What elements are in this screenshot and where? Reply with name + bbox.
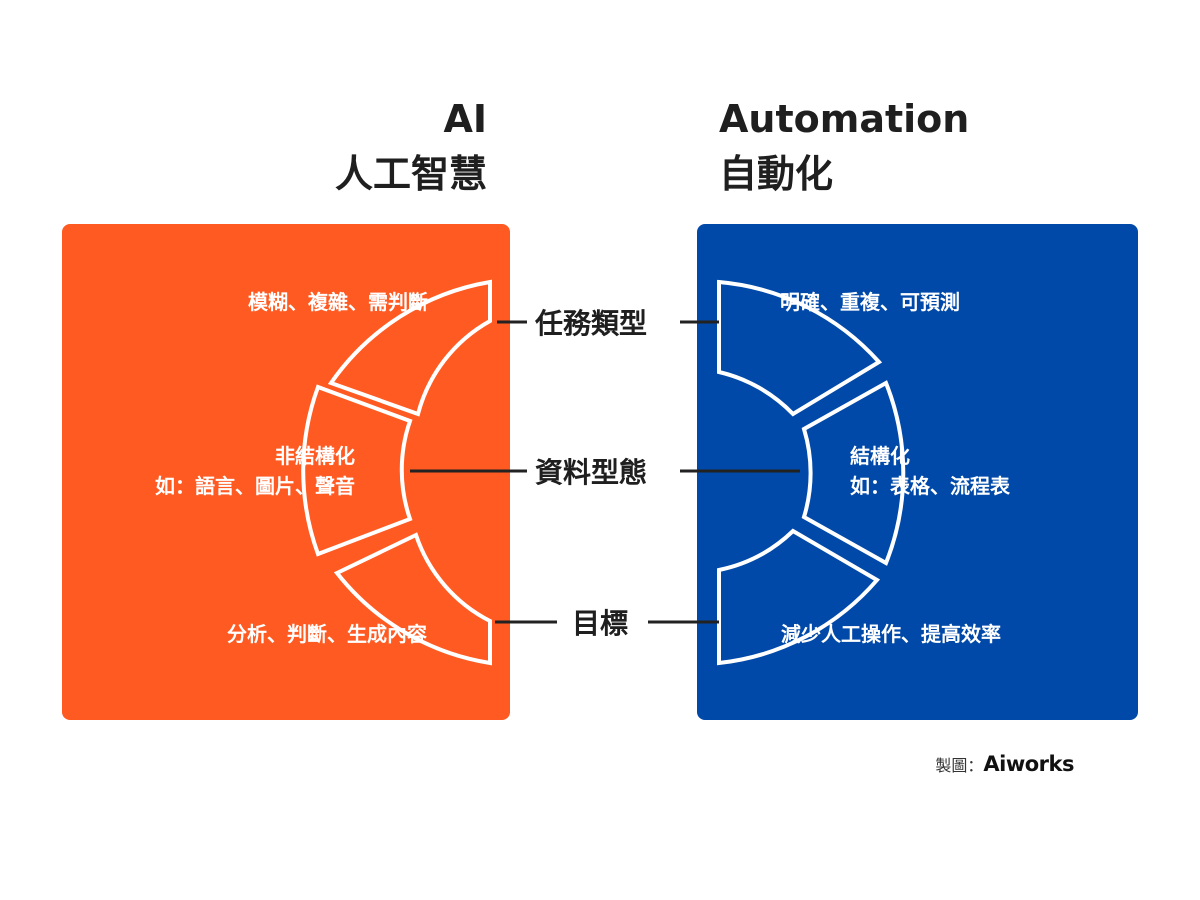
- ai-title-en: AI: [443, 97, 487, 141]
- automation-title-en: Automation: [719, 97, 970, 141]
- ai-title: AI 人工智慧: [335, 92, 487, 202]
- automation-arc-segment-goal: [717, 528, 881, 666]
- automation-title: Automation 自動化: [719, 92, 969, 202]
- ai-arc-segment-task: [327, 279, 492, 417]
- category-data-type: 資料型態: [535, 456, 648, 489]
- ai-goal-text: 分析、判斷、生成內容: [227, 622, 427, 646]
- ai-data-type-line2: 如：語言、圖片、聲音: [155, 474, 355, 498]
- automation-arc-segment-task: [717, 279, 883, 417]
- ai-data-type-line1: 非結構化: [275, 444, 355, 468]
- category-task-type: 任務類型: [535, 307, 648, 340]
- ai-title-zh: 人工智慧: [334, 152, 487, 197]
- automation-data-type-line2: 如：表格、流程表: [850, 474, 1010, 498]
- ai-task-type-text: 模糊、複雜、需判斷: [248, 290, 428, 314]
- automation-task-type-text: 明確、重複、可預測: [780, 290, 960, 314]
- automation-data-type-line1: 結構化: [850, 444, 910, 468]
- credit: 製圖：Aiworks: [935, 752, 1074, 776]
- ai-arc-segment-goal: [333, 532, 492, 666]
- automation-goal-text: 減少人工操作、提高效率: [781, 622, 1001, 646]
- category-goal: 目標: [572, 607, 629, 640]
- aiworks-logo: Aiworks: [983, 752, 1074, 776]
- credit-prefix: 製圖：: [935, 756, 984, 775]
- automation-arc-segment-data: [801, 380, 906, 566]
- automation-data-type-text: 結構化 如：表格、流程表: [850, 441, 1010, 501]
- automation-title-zh: 自動化: [719, 152, 834, 197]
- ai-data-type-text: 非結構化 如：語言、圖片、聲音: [155, 441, 355, 501]
- ai-arc-segment-data: [301, 384, 413, 557]
